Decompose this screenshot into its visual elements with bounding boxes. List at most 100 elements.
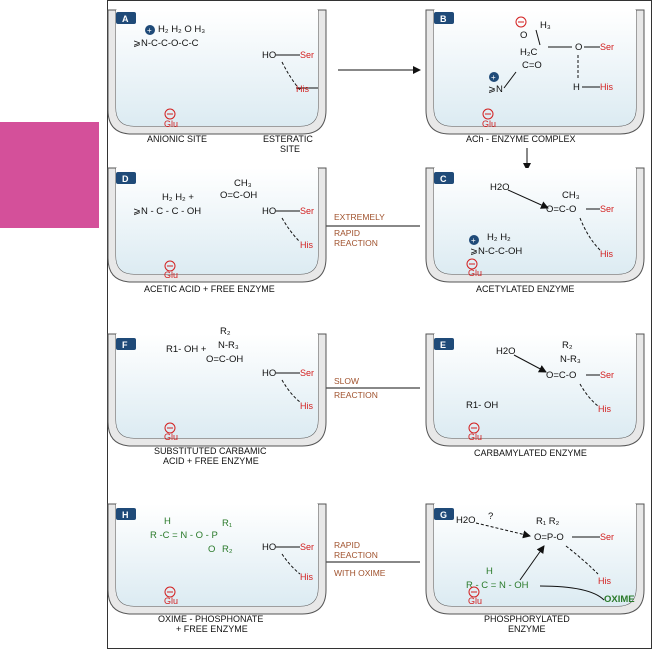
label-a1: ANIONIC SITE [147,134,207,144]
svg-text:H₂C: H₂C [520,47,538,58]
svg-text:R₁: R₁ [222,518,232,529]
tag-a: A [122,14,129,24]
arrow-dc-line2: RAPID [334,228,360,238]
ser-d: Ser [300,206,314,216]
ser-f: Ser [300,368,314,378]
his-a: His [296,84,309,94]
h-b: H [573,82,580,93]
tag-b: B [440,14,447,24]
ser-g: Ser [600,532,614,542]
svg-text:+: + [147,26,152,35]
glu-a: Glu [164,119,178,129]
ser-b: Ser [600,42,614,52]
arrow-dc-line3: REACTION [334,238,378,248]
arrow-hg-line2: REACTION [334,550,378,560]
panel-b: B O H₃ H₂C C=O O Ser H His + ⩾N Glu ACh … [425,9,645,144]
h2o-c: H2O [490,182,510,193]
tag-g: G [440,510,447,520]
ser-e: Ser [600,370,614,380]
arrow-dc-line1: EXTREMELY [334,212,385,222]
tag-c: C [440,174,447,184]
ser-a: Ser [300,50,314,60]
glu-e: Glu [468,432,482,442]
svg-text:CH₃: CH₃ [562,190,580,201]
svg-text:O: O [520,30,527,41]
svg-text:H: H [164,516,171,527]
tag-d: D [122,174,129,184]
plus-charge-icon [145,25,155,35]
svg-text:O: O [208,544,215,555]
label-f1: SUBSTITUTED CARBAMIC [154,446,267,456]
label-h1: OXIME - PHOSPHONATE [158,614,263,624]
glu-c: Glu [468,268,482,278]
label-d1: ACETIC ACID + FREE ENZYME [144,284,275,294]
label-g2: ENZYME [508,624,546,634]
label-a2: ESTERATIC [263,134,313,144]
svg-text:⩾N-C-C-OH: ⩾N-C-C-OH [470,246,522,257]
h2o-e: H2O [496,346,516,357]
svg-text:H₂ H₂ O H₃: H₂ H₂ O H₃ [158,24,205,35]
svg-text:O=C-OH: O=C-OH [206,354,243,365]
oxime-chem-g: R - C = N - OH [466,580,529,591]
glu-h: Glu [164,596,178,606]
svg-text:O=C-O: O=C-O [546,204,576,215]
svg-text:H₂ H₂: H₂ H₂ [487,232,511,243]
h2o-g: H2O [456,515,476,526]
glu-g: Glu [468,596,482,606]
tag-h: H [122,510,129,520]
q-g: ? [488,511,493,522]
svg-text:R₂: R₂ [562,340,573,351]
ho-f: HO [262,368,276,379]
panel-e: E H2O R₂ N-R₃ O=C-O Ser His R1- OH Glu C… [425,333,645,458]
svg-text:⩾N - C - C - OH: ⩾N - C - C - OH [133,206,201,217]
his-f: His [300,401,313,411]
label-f2: ACID + FREE ENZYME [163,456,259,466]
label-e1: CARBAMYLATED ENZYME [474,448,587,458]
panel-c: C H2O CH₃ O=C-O Ser His + ⩾N-C-C-OH H₂ H… [425,167,645,294]
svg-text:⩾N: ⩾N [488,84,503,95]
panel-h: H H R -C = N - O - P R₁ O R₂ HO Ser His … [107,503,327,634]
his-b: His [600,82,613,92]
r1oh-f: R1- OH + [166,344,207,355]
r1oh-e: R1- OH [466,400,498,411]
o-b: O [575,42,582,53]
his-d: His [300,240,313,250]
tag-f: F [122,340,128,350]
glu-f: Glu [164,432,178,442]
arrow-fe-line2: REACTION [334,390,378,400]
panel-g: G H2O ? R₁ R₂ O=P-O Ser His H R - C = N … [425,503,645,634]
arrow-fe-line1: SLOW [334,376,359,386]
chem-h: R -C = N - O - P [150,530,218,541]
arrow-hg-line1: RAPID [334,540,360,550]
his-c: His [600,249,613,259]
pink-accent-block [0,122,99,228]
label-c1: ACETYLATED ENZYME [476,284,574,294]
label-g1: PHOSPHORYLATED [484,614,570,624]
label-b1: ACh - ENZYME COMPLEX [466,134,576,144]
svg-text:R₂: R₂ [220,326,231,337]
glu-d: Glu [164,270,178,280]
svg-text:H: H [486,566,493,577]
panel-f: F R1- OH + R₂ N-R₃ O=C-OH HO Ser His Glu… [107,326,327,466]
svg-text:H₃: H₃ [540,20,551,31]
svg-text:O=C-O: O=C-O [546,370,576,381]
svg-text:+: + [491,73,496,82]
svg-text:O=C-OH: O=C-OH [220,190,257,201]
svg-text:+: + [471,236,476,245]
svg-text:N-R₃: N-R₃ [218,340,239,351]
ho-a: HO [262,50,276,61]
ser-h: Ser [300,542,314,552]
label-h2: + FREE ENZYME [176,624,248,634]
svg-text:R₁ R₂: R₁ R₂ [536,516,560,527]
panel-d: D CH₃ O=C-OH H₂ H₂ + ⩾N - C - C - OH HO … [107,167,327,294]
svg-text:O=P-O: O=P-O [534,532,564,543]
label-a3: SITE [280,144,300,154]
his-e: His [598,404,611,414]
oxime-label-g: OXIME [604,594,635,605]
minus-charge-icon [164,108,176,120]
svg-text:R₂: R₂ [222,544,233,555]
svg-text:H₂ H₂ +: H₂ H₂ + [162,192,194,203]
ho-h: HO [262,542,276,553]
ho-d: HO [262,206,276,217]
